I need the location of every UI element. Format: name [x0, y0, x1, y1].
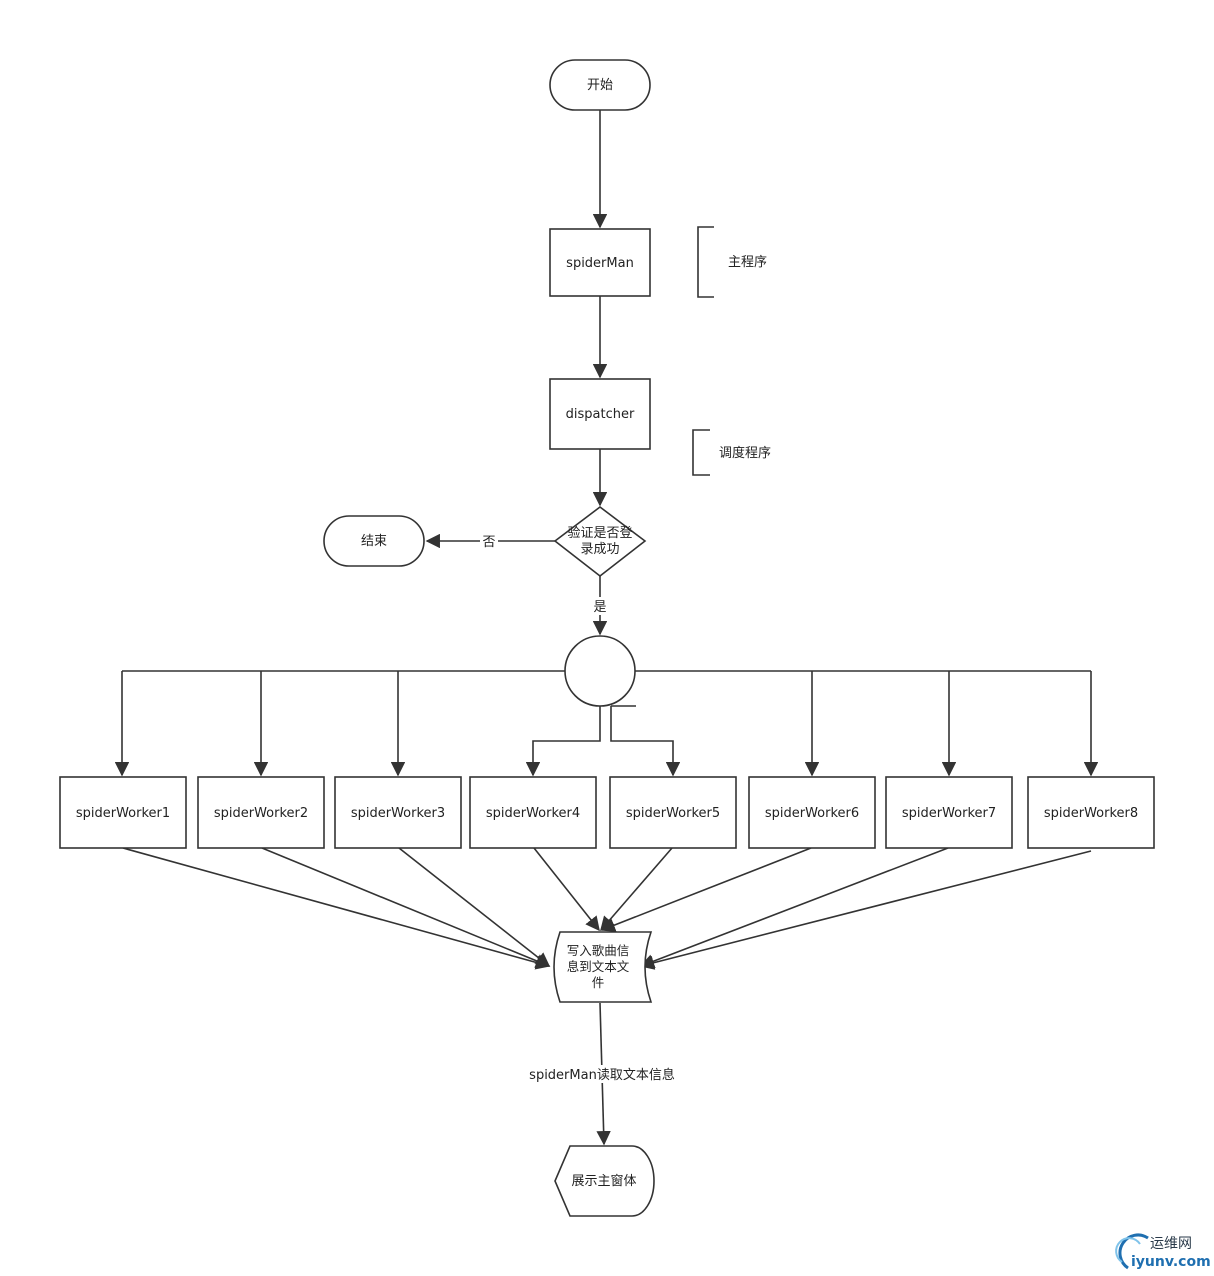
edge-worker8-to-file: [639, 850, 1092, 970]
edge-fork-to-worker4: [525, 706, 601, 777]
display-label: 展示主窗体: [571, 1173, 636, 1189]
worker4-node: spiderWorker4: [469, 776, 597, 849]
start-terminator: [549, 59, 651, 111]
watermark-logo: 运维网 iyunv.com: [1115, 1233, 1211, 1270]
yes-edge-label: 是: [591, 597, 609, 615]
end-label: 结束: [361, 534, 387, 549]
worker3-box: [334, 776, 462, 849]
watermark-en-text: iyunv.com: [1131, 1254, 1211, 1270]
edge-worker3-to-file: [398, 847, 551, 967]
read-text-label-bg: [528, 1065, 676, 1083]
worker1-label: spiderWorker1: [76, 806, 170, 821]
yes-label-bg: [591, 597, 609, 615]
spiderman-label: spiderMan: [566, 256, 634, 271]
worker8-label: spiderWorker8: [1044, 806, 1138, 821]
decision-diamond: [553, 505, 647, 578]
worker7-node: spiderWorker7: [885, 776, 1013, 849]
read-text-label: spiderMan读取文本信息: [529, 1067, 675, 1083]
worker6-label: spiderWorker6: [765, 806, 859, 821]
worker1-box: [59, 776, 187, 849]
worker3-label: spiderWorker3: [351, 806, 445, 821]
main-program-label: 主程序: [728, 255, 767, 270]
worker2-node: spiderWorker2: [197, 776, 325, 849]
worker8-box: [1027, 776, 1155, 849]
spiderman-node: spiderMan: [549, 228, 651, 297]
edge-worker5-to-file: [600, 847, 673, 932]
file-label-line1: 写入歌曲信: [567, 943, 630, 958]
worker4-box: [469, 776, 597, 849]
worker6-node: spiderWorker6: [748, 776, 876, 849]
worker6-box: [748, 776, 876, 849]
worker5-label: spiderWorker5: [626, 806, 720, 821]
edge-worker2-to-file: [261, 847, 551, 968]
dispatcher-process-box: [549, 378, 651, 450]
fork-connector-circle: [564, 635, 636, 707]
fork-node: [564, 635, 636, 707]
worker7-label: spiderWorker7: [902, 806, 996, 821]
no-label-bg: [480, 532, 498, 550]
file-stored-data-shape: [553, 931, 653, 1003]
main-program-annotation: 主程序: [697, 226, 767, 298]
main-program-bracket: [697, 226, 714, 298]
edge-worker7-to-file: [639, 847, 949, 969]
worker2-label: spiderWorker2: [214, 806, 308, 821]
dispatch-program-annotation: 调度程序: [692, 429, 771, 476]
end-terminator: [323, 515, 425, 567]
dispatch-program-bracket: [692, 429, 710, 476]
end-node: 结束: [323, 515, 425, 567]
watermark-swirl-accent-icon: [1115, 1237, 1141, 1263]
spiderman-process-box: [549, 228, 651, 297]
start-label: 开始: [587, 78, 613, 93]
worker5-node: spiderWorker5: [609, 776, 737, 849]
worker7-box: [885, 776, 1013, 849]
no-label: 否: [482, 535, 495, 550]
worker2-box: [197, 776, 325, 849]
decision-label-line2: 录成功: [580, 542, 619, 557]
worker8-node: spiderWorker8: [1027, 776, 1155, 849]
no-edge-label: 否: [480, 532, 498, 550]
display-shape: [554, 1145, 655, 1217]
worker1-node: spiderWorker1: [59, 776, 187, 849]
worker3-node: spiderWorker3: [334, 776, 462, 849]
file-node: 写入歌曲信 息到文本文 件: [553, 931, 653, 1003]
worker5-box: [609, 776, 737, 849]
display-node: 展示主窗体: [554, 1145, 655, 1217]
file-label-line2: 息到文本文: [567, 959, 630, 974]
watermark-swirl-icon: [1118, 1233, 1149, 1270]
yes-label: 是: [593, 600, 606, 615]
file-label-line3: 件: [592, 975, 605, 990]
edge-worker6-to-file: [600, 847, 812, 932]
dispatcher-node: dispatcher: [549, 378, 651, 450]
worker4-label: spiderWorker4: [486, 806, 580, 821]
edge-worker4-to-file: [533, 847, 600, 932]
edge-worker1-to-file: [122, 847, 551, 970]
edge-fork-to-worker5: [610, 706, 681, 777]
dispatch-program-label: 调度程序: [719, 445, 771, 461]
read-text-edge-label: spiderMan读取文本信息: [528, 1065, 676, 1083]
watermark-cn-text: 运维网: [1150, 1236, 1192, 1252]
dispatcher-label: dispatcher: [566, 407, 635, 422]
start-node: 开始: [549, 59, 651, 111]
decision-label-line1: 验证是否登: [567, 525, 632, 541]
decision-node: 验证是否登 录成功: [553, 505, 647, 578]
